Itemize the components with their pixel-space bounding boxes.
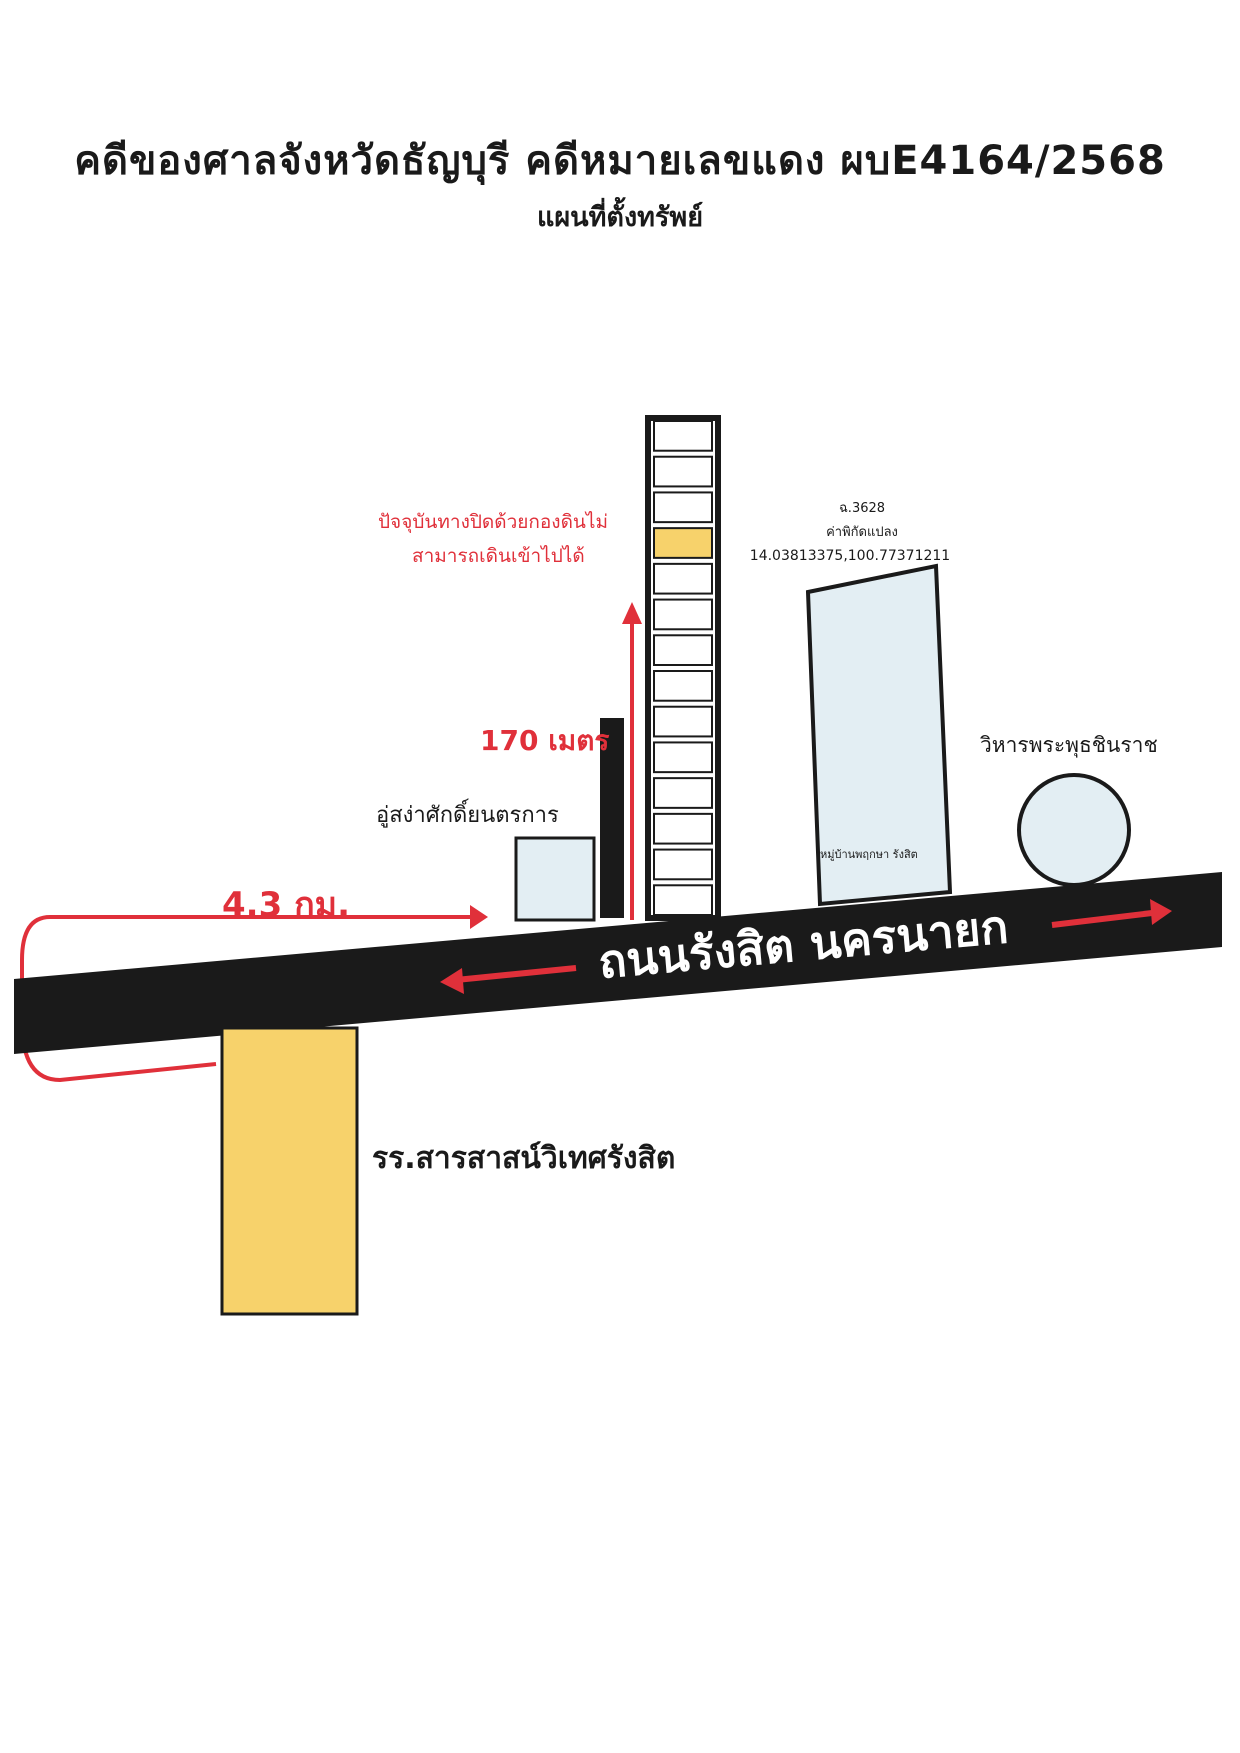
lane-plot-column	[645, 415, 721, 921]
lane-post	[600, 718, 624, 918]
lane-cell	[653, 741, 713, 774]
lane-cell	[653, 491, 713, 524]
lane-length-label: 170 เมตร	[480, 724, 609, 757]
main-road	[14, 872, 1222, 1054]
lane-cell	[653, 634, 713, 666]
lane-cell	[653, 455, 713, 488]
lane-cell	[653, 562, 713, 595]
road-arrow-right-line	[1051, 910, 1153, 928]
lane-arrow-up-icon	[622, 602, 642, 624]
lane-note-line1: ปัจจุบันทางปิดด้วยกองดินไม่	[378, 511, 608, 534]
lane-cell	[653, 812, 713, 845]
road-arrow-right-icon	[1150, 899, 1172, 925]
page-title: คดีของศาลจังหวัดธัญบุรี คดีหมายเลขแดง ผบ…	[74, 138, 1166, 184]
garage-label: อู่สง่าศักดิ์ยนตรการ	[376, 799, 559, 828]
route-arrow-right-icon	[470, 905, 488, 929]
school-label: รร.สารสาสน์วิเทศรังสิต	[372, 1141, 675, 1176]
road-arrow-left-icon	[440, 968, 464, 994]
temple-label: วิหารพระพุธชินราช	[980, 733, 1158, 758]
lane-cell	[653, 884, 713, 916]
plot-id-label: ฉ.3628	[839, 501, 885, 516]
plot-coord-label: ค่าพิกัดแปลง	[826, 525, 898, 540]
school-building	[220, 1026, 359, 1316]
road-arrow-left-line	[455, 965, 577, 983]
temple-circle	[1017, 773, 1131, 887]
lane-cell	[653, 777, 713, 809]
garage-building	[514, 836, 596, 922]
lane-cell	[653, 848, 713, 881]
lane-cell	[653, 705, 713, 738]
distance-label: 4.3 กม.	[222, 885, 350, 925]
village-building	[805, 563, 953, 907]
page-subtitle: แผนที่ตั้งทรัพย์	[536, 202, 704, 233]
plot-coordinates: 14.03813375,100.77371211	[750, 548, 950, 564]
lane-cell	[653, 670, 713, 702]
lane-cell	[653, 598, 713, 631]
lane-cell	[653, 420, 713, 452]
lane-note-line2: สามารถเดินเข้าไปได้	[412, 545, 585, 567]
village-label: หมู่บ้านพฤกษา รังสิต	[820, 848, 918, 861]
target-plot-cell	[653, 527, 713, 559]
